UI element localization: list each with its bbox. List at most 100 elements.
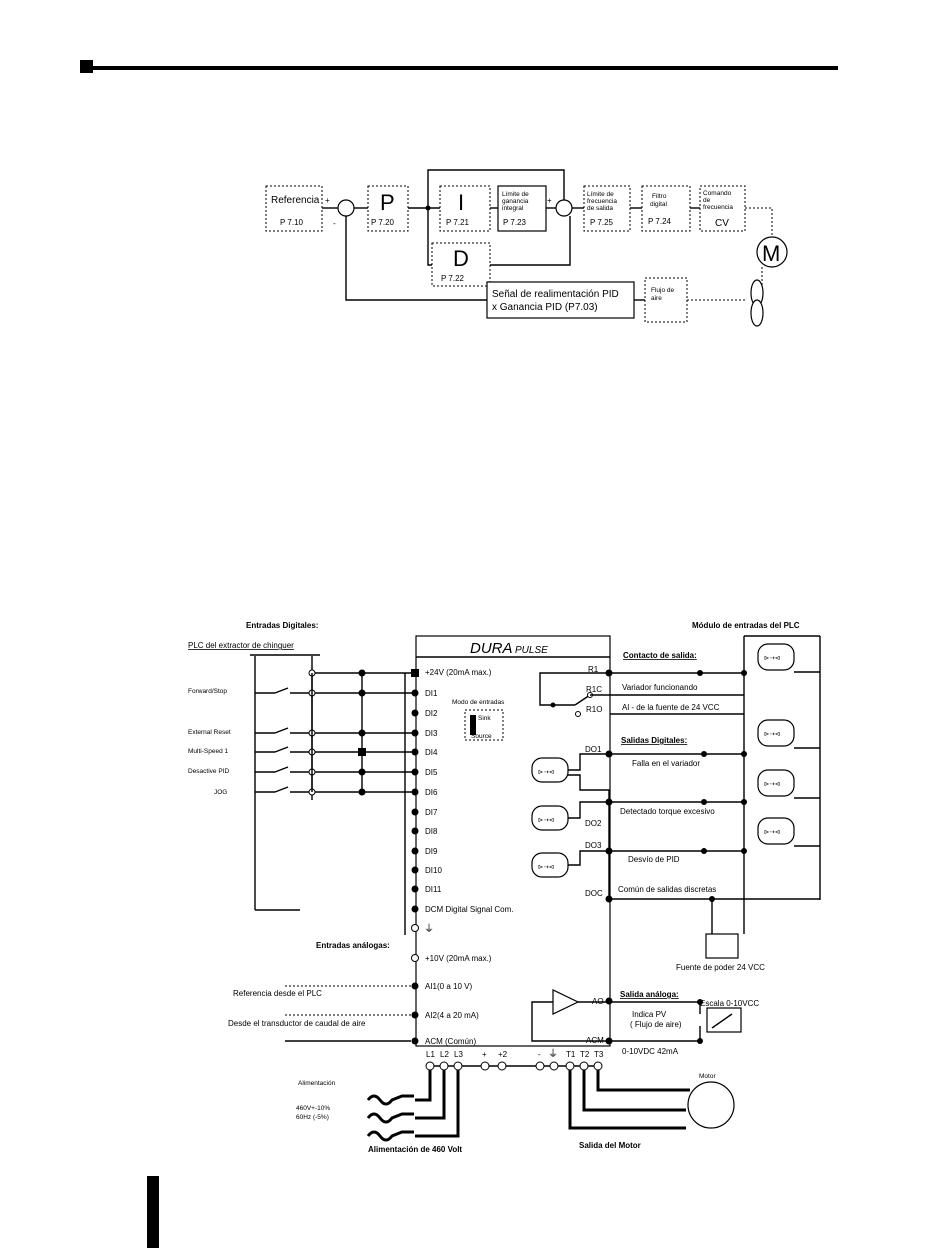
- p720-label: P 7.20: [371, 218, 395, 227]
- referencia-plc-label: Referencia desde el PLC: [233, 989, 322, 998]
- terminal-r1: R1: [588, 665, 599, 674]
- power-terminals: L1 L2 L3 + +2 - ⏚ T1 T2 T3: [425, 1048, 604, 1071]
- p721-label: P 7.21: [446, 218, 470, 227]
- p723-label: P 7.23: [503, 218, 527, 227]
- filtro-line1: Filtro: [652, 193, 667, 200]
- brand-dura: DURA: [470, 640, 513, 657]
- digital-input-terminals: +24V (20mA max.) Forward/Stop DI1 DI2 Ex…: [188, 668, 513, 935]
- terminal-do1: DO1: [585, 745, 602, 754]
- terminal-do2: DO2: [585, 819, 602, 828]
- terminal-doc: DOC: [585, 889, 603, 898]
- terminal-l1: L1: [426, 1050, 435, 1059]
- voltage-line2: 60Hz (-5%): [296, 1114, 329, 1121]
- terminal-di8: DI8: [425, 827, 438, 836]
- terminal-ai1: AI1(0 a 10 V): [425, 982, 472, 991]
- terminal-di6: DI6: [425, 788, 438, 797]
- salida-motor-label: Salida del Motor: [579, 1141, 641, 1150]
- salidas-digitales-heading: Salidas Digitales:: [621, 736, 687, 745]
- svg-text:⊳⇢⊲: ⊳⇢⊲: [764, 731, 780, 738]
- terminal-t3: T3: [594, 1050, 604, 1059]
- motor-symbol: [756, 236, 788, 268]
- flujo-line2: aire: [651, 295, 662, 302]
- flujo-line1: Flujo de: [651, 287, 675, 294]
- limite-integral-block: [497, 185, 547, 232]
- svg-text:⊳⇢⊲: ⊳⇢⊲: [538, 864, 554, 871]
- input-jog: JOG: [214, 789, 227, 796]
- fuente-poder-label: Fuente de poder 24 VCC: [676, 963, 765, 972]
- drive-box: [415, 635, 611, 1047]
- d-letter: D: [453, 246, 469, 271]
- terminal-di3: DI3: [425, 729, 438, 738]
- escala-label: Escala 0-10VCC: [700, 999, 759, 1008]
- sum1-plus: +: [325, 196, 330, 205]
- indica-pv-line2: ( Flujo de aire): [630, 1020, 682, 1029]
- d-block: [431, 242, 491, 287]
- limite-salida-block: [583, 185, 631, 232]
- contacto-salida-heading: Contacto de salida:: [623, 651, 697, 660]
- limite-integral-line1: Límite de: [502, 191, 529, 198]
- terminal-di9: DI9: [425, 847, 438, 856]
- brand-pulse: PULSE: [515, 645, 548, 656]
- limite-salida-line2: frecuencia: [587, 198, 617, 205]
- limite-salida-line1: Límite de: [587, 191, 614, 198]
- motor-circle: [687, 1081, 735, 1129]
- feedback-line2: x Ganancia PID (P7.03): [492, 302, 598, 313]
- indica-pv-line1: Indica PV: [632, 1010, 667, 1019]
- summing-junction-2: [555, 199, 573, 217]
- wiring-diagram: Entradas Digitales: PLC del extractor de…: [188, 621, 821, 1154]
- terminal-di1: DI1: [425, 689, 438, 698]
- plc-input-module: ⊳⇢⊲ ⊳⇢⊲ ⊳⇢⊲ ⊳⇢⊲: [741, 635, 821, 900]
- terminal-acm: ACM (Común): [425, 1037, 476, 1046]
- p-letter: P: [380, 190, 395, 215]
- svg-text:⊳⇢⊲: ⊳⇢⊲: [538, 769, 554, 776]
- comun-salidas-label: Común de salidas discretas: [618, 885, 716, 894]
- alimentacion-label: Alimentación: [298, 1080, 336, 1087]
- i-letter: I: [458, 190, 464, 215]
- desvio-pid-label: Desvío de PID: [628, 855, 680, 864]
- cv-label: CV: [715, 218, 729, 229]
- source-label: Source: [471, 733, 492, 740]
- sum1-minus: -: [333, 219, 336, 228]
- p724-label: P 7.24: [648, 217, 672, 226]
- sink-label: Sink: [478, 715, 491, 722]
- referencia-block: [265, 185, 323, 232]
- terminal-plus2: +2: [498, 1050, 508, 1059]
- terminal-ai2: AI2(4 a 20 mA): [425, 1011, 479, 1020]
- opto-couplers-drive: ⊳⇢⊲ ⊳⇢⊲ ⊳⇢⊲: [531, 753, 610, 899]
- terminal-l2: L2: [440, 1050, 449, 1059]
- filtro-line2: digital: [650, 201, 668, 208]
- referencia-label: Referencia: [271, 195, 320, 206]
- terminal-r1c: R1C: [586, 685, 602, 694]
- input-external-reset: External Reset: [188, 729, 231, 736]
- terminal-minus: -: [538, 1050, 541, 1059]
- terminal-dcm: DCM Digital Signal Com.: [425, 905, 513, 914]
- modulo-plc-heading: Módulo de entradas del PLC: [692, 621, 800, 630]
- entradas-analogas-heading: Entradas análogas:: [316, 941, 390, 950]
- motor-label: Motor: [699, 1073, 716, 1080]
- svg-text:⊳⇢⊲: ⊳⇢⊲: [764, 655, 780, 662]
- motor-letter: M: [762, 241, 780, 266]
- al-fuente-label: Al - de la fuente de 24 VCC: [622, 703, 720, 712]
- filtro-block: [641, 185, 691, 232]
- falla-label: Falla en el variador: [632, 759, 700, 768]
- terminal-24v: +24V (20mA max.): [425, 668, 492, 677]
- page-marker-bar: [147, 1176, 159, 1248]
- terminal-di7: DI7: [425, 808, 438, 817]
- svg-text:⊳⇢⊲: ⊳⇢⊲: [538, 817, 554, 824]
- detectado-torque-label: Detectado torque excesivo: [620, 807, 715, 816]
- fuente-24vcc-box: [705, 933, 739, 959]
- limite-salida-line3: de salida: [587, 205, 613, 212]
- ac-source-2: [366, 1112, 414, 1124]
- terminal-do3: DO3: [585, 841, 602, 850]
- comando-line1: Comando: [703, 190, 732, 197]
- modo-entradas-label: Modo de entradas: [452, 699, 505, 706]
- svg-text:⊳⇢⊲: ⊳⇢⊲: [764, 781, 780, 788]
- plc-title: PLC del extractor de chinguer: [188, 641, 294, 650]
- terminal-t1: T1: [566, 1050, 576, 1059]
- comando-line2: de: [703, 197, 711, 204]
- input-multi-speed-1: Multi-Speed 1: [188, 748, 228, 755]
- limite-integral-line3: integral: [502, 205, 524, 212]
- i-block: [439, 185, 491, 232]
- p722-label: P 7.22: [441, 274, 465, 283]
